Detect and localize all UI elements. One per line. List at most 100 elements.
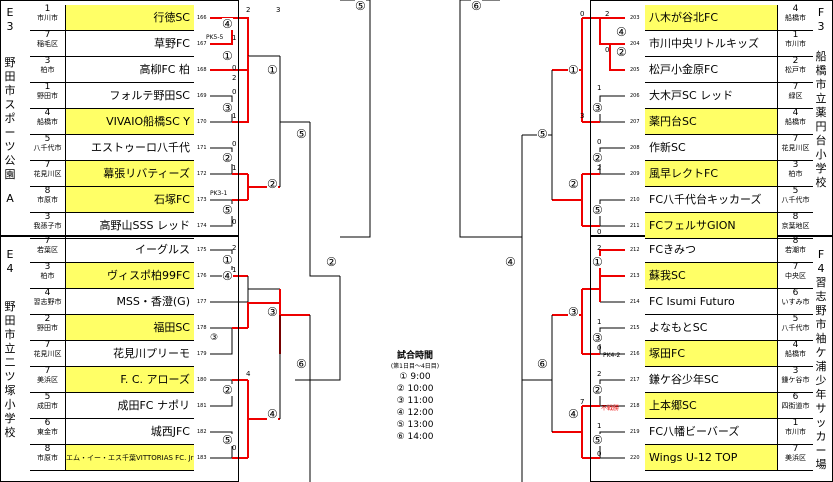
- team-name: ヴィスポ柏99FC: [66, 263, 194, 289]
- area-name: 若潮市: [785, 246, 806, 254]
- match-schedule: 試合時間 (第1日目〜4日目) ① 9:00 ② 10:00 ③ 11:00 ④…: [385, 350, 445, 443]
- venue-char: 場: [815, 458, 827, 471]
- venue-char: 野: [815, 304, 827, 317]
- team-name: FC八千代台キッカーズ: [645, 187, 777, 213]
- bracket-line: [279, 56, 310, 187]
- schedule-time: ⑤ 13:00: [396, 420, 434, 430]
- match-slot-number: 178: [197, 325, 207, 331]
- venue-char: 小: [815, 148, 827, 161]
- bracket-line: [459, 0, 522, 238]
- team-name: 高野山SSS レッド: [66, 213, 194, 239]
- seed-number: 6: [44, 418, 51, 428]
- seed-number: 3: [44, 56, 51, 66]
- match-number: ④: [616, 25, 627, 39]
- area-name: 船橋市: [785, 350, 806, 358]
- match-slot-number: 168: [197, 67, 207, 73]
- venue-char: 円: [815, 120, 827, 133]
- venue-char: ポ: [4, 112, 16, 125]
- team-name: 風早レクトFC: [645, 161, 777, 187]
- match-slot-number: 176: [197, 273, 207, 279]
- score: 4: [246, 370, 251, 378]
- match-number: ①: [568, 63, 579, 77]
- score: 0: [605, 46, 610, 54]
- match-number: ③: [592, 331, 603, 345]
- score: 1: [597, 84, 602, 92]
- area-name: 市川市: [37, 14, 58, 22]
- score: 2: [597, 164, 602, 172]
- schedule-time: ③ 11:00: [396, 396, 434, 406]
- area-name: 市川市: [785, 428, 806, 436]
- area-name: 野田市: [37, 324, 58, 332]
- bracket-line: [232, 56, 249, 123]
- seed-number: 2: [44, 314, 51, 324]
- venue-char: ス: [4, 98, 16, 111]
- area-name: 美浜区: [785, 454, 806, 462]
- match-number: ⑥: [471, 0, 482, 13]
- venue-char: 田: [4, 314, 16, 327]
- area-name: 習志野市: [33, 298, 62, 306]
- score: 2: [232, 74, 237, 82]
- match-number: ②: [616, 45, 627, 59]
- match-slot-number: 170: [197, 119, 207, 125]
- venue-char: 学: [4, 412, 16, 425]
- score: 1: [232, 112, 237, 120]
- match-slot-number: 218: [630, 403, 640, 409]
- seed-number: 3: [44, 212, 51, 222]
- score: 0: [597, 450, 602, 458]
- group-e4-title: E 4: [4, 248, 16, 276]
- venue-char: 少: [815, 374, 827, 387]
- group-f4-venue: 習志野市袖ケ浦少年サッカー場: [815, 276, 827, 472]
- match-number: ③: [267, 305, 278, 319]
- score: 0: [580, 10, 585, 18]
- venue-char: 学: [815, 162, 827, 175]
- group-e3-title: E 3: [4, 6, 16, 34]
- team-name: 高柳FC 柏: [66, 57, 194, 83]
- venue-char: 志: [815, 290, 827, 303]
- match-number: ⑤: [296, 127, 307, 141]
- match-number: ⑤: [592, 203, 603, 217]
- match-number: ⑥: [537, 357, 548, 371]
- venue-char: 野: [4, 300, 16, 313]
- bracket-line: [599, 17, 625, 45]
- schedule-title: 試合時間: [396, 351, 433, 361]
- bracket-line: [210, 17, 249, 71]
- team-name: 蘇我SC: [645, 263, 777, 289]
- group-e3-box: [0, 0, 239, 236]
- pk-note: PK5-5: [206, 34, 224, 41]
- seed-number: 1: [44, 4, 51, 14]
- team-name: 作新SC: [645, 135, 777, 161]
- venue-char: サ: [815, 402, 827, 415]
- seed-number: 7: [44, 160, 51, 170]
- venue-char: カ: [815, 430, 827, 443]
- venue-char: ー: [815, 444, 827, 457]
- score: 0: [232, 444, 237, 452]
- seed-number: 4: [44, 288, 51, 298]
- match-number: ④: [505, 255, 516, 269]
- venue-char: 野: [4, 56, 16, 69]
- seed-number: 4: [792, 108, 799, 118]
- score: 1: [232, 34, 237, 42]
- team-name: 市川中央リトルキッズ: [645, 31, 777, 57]
- seed-number: 7: [44, 236, 51, 246]
- venue-char: 田: [4, 70, 16, 83]
- venue-char: ケ: [815, 346, 827, 359]
- seed-number: 6: [792, 288, 799, 298]
- area-name: 市原市: [37, 196, 58, 204]
- venue-char: 園: [4, 168, 16, 181]
- match-number: ③: [568, 305, 579, 319]
